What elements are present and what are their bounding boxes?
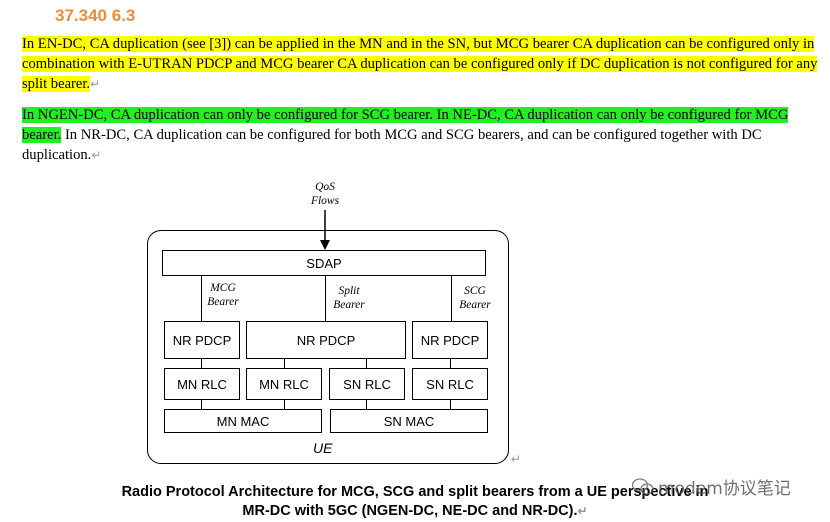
figure-caption-line2-text: MR-DC with 5GC (NGEN-DC, NE-DC and NR-DC… xyxy=(242,503,578,519)
scg-connector xyxy=(451,276,452,321)
pdcp-rlc-connector xyxy=(201,359,202,368)
qos-flows-label: QoS Flows xyxy=(300,180,350,208)
paragraph-nr-dc-text: In NR-DC, CA duplication can be configur… xyxy=(22,127,762,163)
watermark: modem协议笔记 xyxy=(632,474,791,499)
mn-rlc-box-2: MN RLC xyxy=(246,368,322,400)
split-label-line2: Bearer xyxy=(333,299,365,311)
mcg-bearer-label: MCG Bearer xyxy=(203,281,243,309)
figure-caption-line1: Radio Protocol Architecture for MCG, SCG… xyxy=(121,484,709,500)
mn-rlc-box-1: MN RLC xyxy=(164,368,240,400)
ue-label: UE xyxy=(313,440,333,456)
nr-pdcp-split-box: NR PDCP xyxy=(246,321,406,359)
scg-label-line2: Bearer xyxy=(459,299,491,311)
nr-pdcp-right-box: NR PDCP xyxy=(412,321,488,359)
figure-caption-line2: MR-DC with 5GC (NGEN-DC, NE-DC and NR-DC… xyxy=(0,501,830,521)
mn-mac-box: MN MAC xyxy=(164,409,322,433)
rlc-mac-connector xyxy=(284,400,285,409)
pdcp-rlc-connector xyxy=(450,359,451,368)
qos-label-line2: Flows xyxy=(310,195,340,207)
scg-bearer-label: SCG Bearer xyxy=(454,284,496,312)
mcg-label-line1: MCG xyxy=(210,282,236,294)
sdap-box: SDAP xyxy=(162,250,486,276)
scg-label-line1: SCG xyxy=(464,285,486,297)
rlc-mac-connector xyxy=(450,400,451,409)
paragraph-mark: ↵ xyxy=(90,77,101,91)
pdcp-rlc-connector xyxy=(284,359,285,368)
section-heading: 37.340 6.3 xyxy=(55,6,136,25)
split-bearer-label: Split Bearer xyxy=(328,284,370,312)
split-label-line1: Split xyxy=(338,285,360,297)
mcg-label-line2: Bearer xyxy=(207,296,239,308)
sn-rlc-box-1: SN RLC xyxy=(329,368,405,400)
sn-mac-box: SN MAC xyxy=(330,409,488,433)
qos-label-line1: QoS xyxy=(315,181,335,193)
rlc-mac-connector xyxy=(366,400,367,409)
paragraph-mark: ↵ xyxy=(577,504,588,518)
ue-frame xyxy=(147,230,509,464)
pdcp-rlc-connector xyxy=(366,359,367,368)
wechat-icon xyxy=(632,477,654,495)
paragraph-en-dc: In EN-DC, CA duplication (see [3]) can b… xyxy=(22,34,822,94)
paragraph-mark: ↵ xyxy=(91,148,102,162)
rlc-mac-connector xyxy=(201,400,202,409)
paragraph-mark: ↵ xyxy=(511,452,522,466)
split-connector xyxy=(325,276,326,321)
watermark-text: modem协议笔记 xyxy=(658,479,791,499)
mcg-connector xyxy=(201,276,202,321)
paragraph-ngen-dc: In NGEN-DC, CA duplication can only be c… xyxy=(22,105,822,165)
sn-rlc-box-2: SN RLC xyxy=(412,368,488,400)
nr-pdcp-left-box: NR PDCP xyxy=(164,321,240,359)
